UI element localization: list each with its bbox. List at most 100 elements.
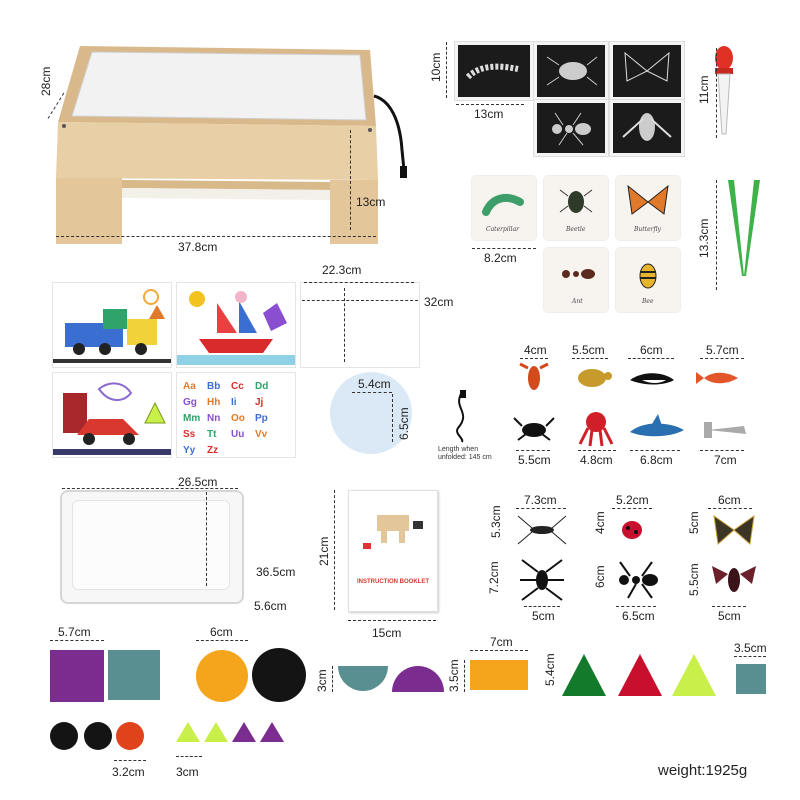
sheet-blank — [300, 282, 420, 368]
svg-text:Mm: Mm — [183, 413, 200, 424]
picture-card-butterfly: Butterfly — [616, 176, 680, 240]
insects-row-bottom — [520, 559, 756, 601]
picture-card-beetle: Beetle — [544, 176, 608, 240]
sea-bottom-label-2: 6.8cm — [640, 453, 673, 467]
felt-triangles — [562, 654, 716, 696]
svg-text:Tt: Tt — [207, 429, 217, 440]
felt-rectangle-width-label: 7cm — [490, 635, 513, 649]
insect-bottom-width-0: 5cm — [532, 609, 555, 623]
felt-small-circle-black-2 — [84, 722, 112, 750]
crab-icon — [513, 417, 555, 441]
orca-icon — [630, 373, 674, 385]
insect-bottom-height-0: 7.2cm — [487, 561, 501, 594]
lobster-icon — [519, 362, 549, 390]
sea-bottom-label-0: 5.5cm — [518, 453, 551, 467]
sea-bottom-label-1: 4.8cm — [580, 453, 613, 467]
booklet-width-label: 15cm — [372, 626, 402, 640]
shark-icon — [630, 414, 684, 437]
insect-bottom-width-2: 5cm — [718, 609, 741, 623]
picture-card-bee: Bee — [616, 248, 680, 312]
hammerhead-icon — [704, 422, 746, 438]
insect-bottom-height-1: 6cm — [593, 565, 607, 588]
felt-small-circle-label: 3.2cm — [112, 765, 145, 779]
svg-text:Yy: Yy — [183, 445, 196, 456]
caption-ant: Ant — [572, 298, 583, 305]
insect-bottom-height-2: 5.5cm — [687, 563, 701, 596]
svg-text:Zz: Zz — [207, 445, 218, 456]
table-height-label: 13cm — [356, 195, 386, 209]
felt-circle-label: 6cm — [210, 625, 233, 639]
tweezers-length-label: 13.3cm — [697, 218, 711, 258]
felt-small-circle-red — [116, 722, 144, 750]
picture-card-width-label: 8.2cm — [484, 251, 517, 265]
svg-text:Uu: Uu — [231, 429, 244, 440]
sheet-car — [52, 372, 172, 458]
svg-text:Hh: Hh — [207, 397, 220, 408]
fish-icon — [696, 372, 738, 384]
mosquito-icon — [517, 515, 567, 545]
xray-card-caterpillar — [455, 42, 533, 100]
svg-text:Dd: Dd — [255, 381, 268, 392]
felt-small-square-label: 3.5cm — [734, 641, 767, 655]
turtle-icon — [578, 369, 612, 387]
cup-shape — [330, 372, 412, 454]
svg-text:Oo: Oo — [231, 413, 245, 424]
cable-icon — [456, 390, 466, 443]
sea-animals-row-bottom — [513, 412, 746, 447]
xray-width-label: 13cm — [474, 107, 504, 121]
sheet-sailboat — [176, 282, 296, 368]
svg-text:Ss: Ss — [183, 429, 196, 440]
tray-width-label: 26.5cm — [178, 475, 218, 489]
booklet-cover: INSTRUCTION BOOKLET — [348, 490, 438, 612]
felt-triangle-green — [562, 654, 606, 696]
picture-card-ant: Ant — [544, 248, 608, 312]
svg-text:Jj: Jj — [255, 397, 264, 408]
xray-card-ant — [534, 100, 608, 156]
booklet-title: INSTRUCTION BOOKLET — [357, 579, 429, 585]
xray-card-butterfly — [610, 42, 684, 100]
table-width-label: 37.8cm — [178, 240, 218, 254]
svg-text:Cc: Cc — [231, 381, 244, 392]
caption-bee: Bee — [642, 298, 654, 305]
tray-length-label: 36.5cm — [256, 565, 296, 579]
dropper-length-label: 11cm — [697, 75, 711, 104]
sea-top-label-3: 5.7cm — [706, 343, 739, 357]
tweezers-icon — [728, 180, 760, 276]
felt-circle-black — [252, 648, 306, 702]
light-table-drawing — [56, 46, 407, 244]
svg-text:Aa: Aa — [183, 381, 196, 392]
felt-semicircle-label: 3cm — [315, 669, 329, 692]
felt-triangle-label: 5.4cm — [543, 653, 557, 686]
xray-height-label: 10cm — [429, 52, 443, 82]
felt-triangle-red — [618, 654, 662, 696]
insect-top-height-0: 5.3cm — [489, 505, 503, 538]
moth-icon — [713, 514, 755, 545]
svg-text:Gg: Gg — [183, 397, 197, 408]
felt-semicircles — [338, 666, 444, 692]
insect-bottom-width-1: 6.5cm — [622, 609, 655, 623]
sea-top-label-2: 6cm — [640, 343, 663, 357]
felt-square-label: 5.7cm — [58, 625, 91, 639]
sheet-train — [52, 282, 172, 368]
ladybug-icon — [622, 521, 642, 539]
svg-text:Bb: Bb — [207, 381, 220, 392]
felt-square-teal — [108, 650, 160, 700]
xray-card-beetle — [534, 42, 608, 100]
sea-bottom-label-3: 7cm — [714, 453, 737, 467]
xray-card-cicada — [610, 100, 684, 156]
sea-animals-row-top — [519, 362, 738, 390]
felt-small-square-teal — [736, 664, 766, 694]
product-weight: weight:1925g — [658, 762, 748, 779]
felt-rectangle-height-label: 3.5cm — [447, 659, 461, 692]
felt-rectangle-orange — [470, 660, 528, 690]
octopus-icon — [578, 412, 614, 447]
cup-width-label: 5.4cm — [358, 377, 391, 391]
cup-height-label: 6.5cm — [397, 407, 411, 440]
cable-length-note: Length when unfolded: 145 cm — [438, 446, 492, 462]
insect-top-width-2: 6cm — [718, 493, 741, 507]
caption-caterpillar: Caterpillar — [486, 226, 520, 233]
caption-butterfly: Butterfly — [634, 226, 661, 233]
sea-top-label-1: 5.5cm — [572, 343, 605, 357]
caption-beetle: Beetle — [566, 226, 586, 233]
